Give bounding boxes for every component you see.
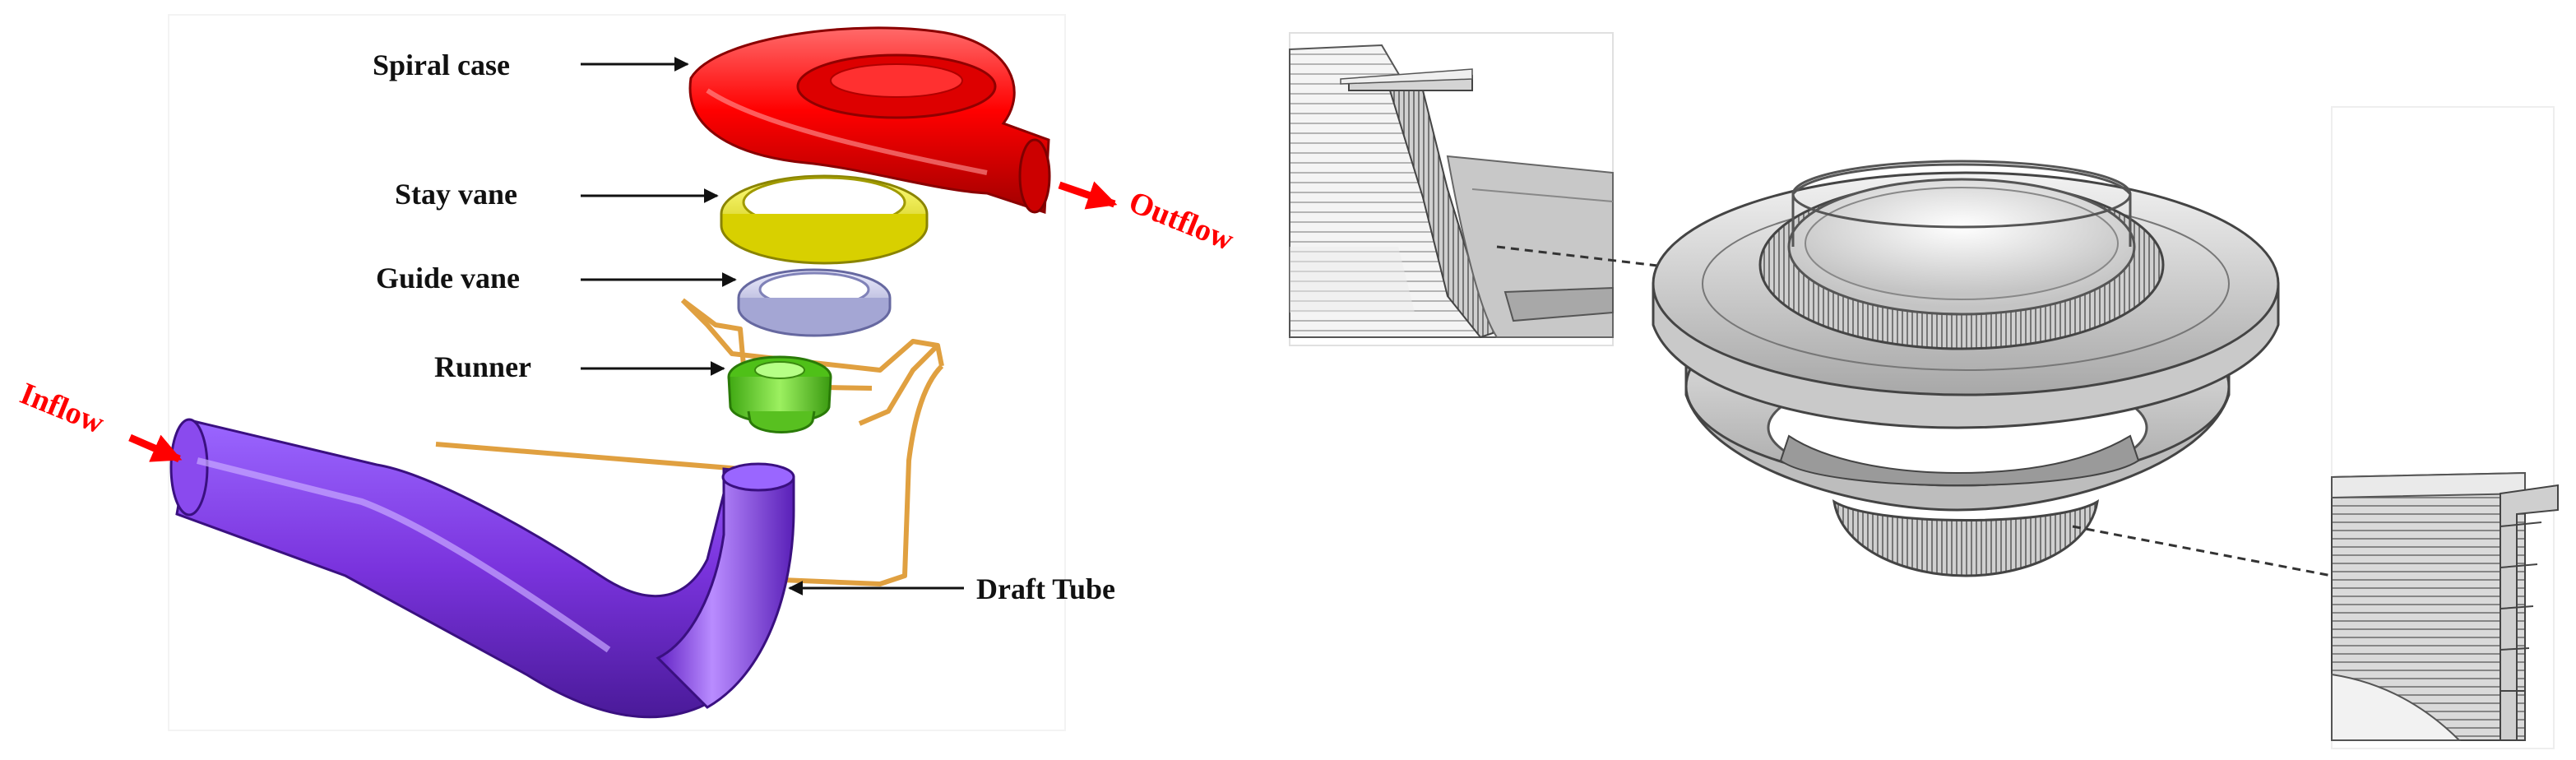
label-guide-vane: Guide vane [376,262,520,294]
label-runner: Runner [434,350,531,383]
stay-vane-part [720,174,929,265]
label-inflow: Inflow [16,376,109,441]
label-stay-vane: Stay vane [395,178,517,211]
runner-cavity-mesh [1652,160,2280,577]
label-outflow: Outflow [1124,184,1239,257]
inflow-arrow [128,433,183,463]
outflow-arrow [1058,181,1118,210]
guide-vane-part [737,268,892,337]
right-panel-mesh-view [1289,32,2559,749]
connector-bottom-detail [2072,525,2333,577]
leader-lines [581,57,964,595]
draft-tube-part [169,418,795,719]
runner-part [727,355,832,433]
spiral-case-part [688,26,1051,215]
label-spiral-case: Spiral case [373,49,510,81]
seal-detail-inset-top [1289,32,1614,346]
connector-top-detail [1496,245,1777,281]
seal-detail-inset-bottom [2331,471,2559,741]
label-draft-tube: Draft Tube [976,572,1115,605]
